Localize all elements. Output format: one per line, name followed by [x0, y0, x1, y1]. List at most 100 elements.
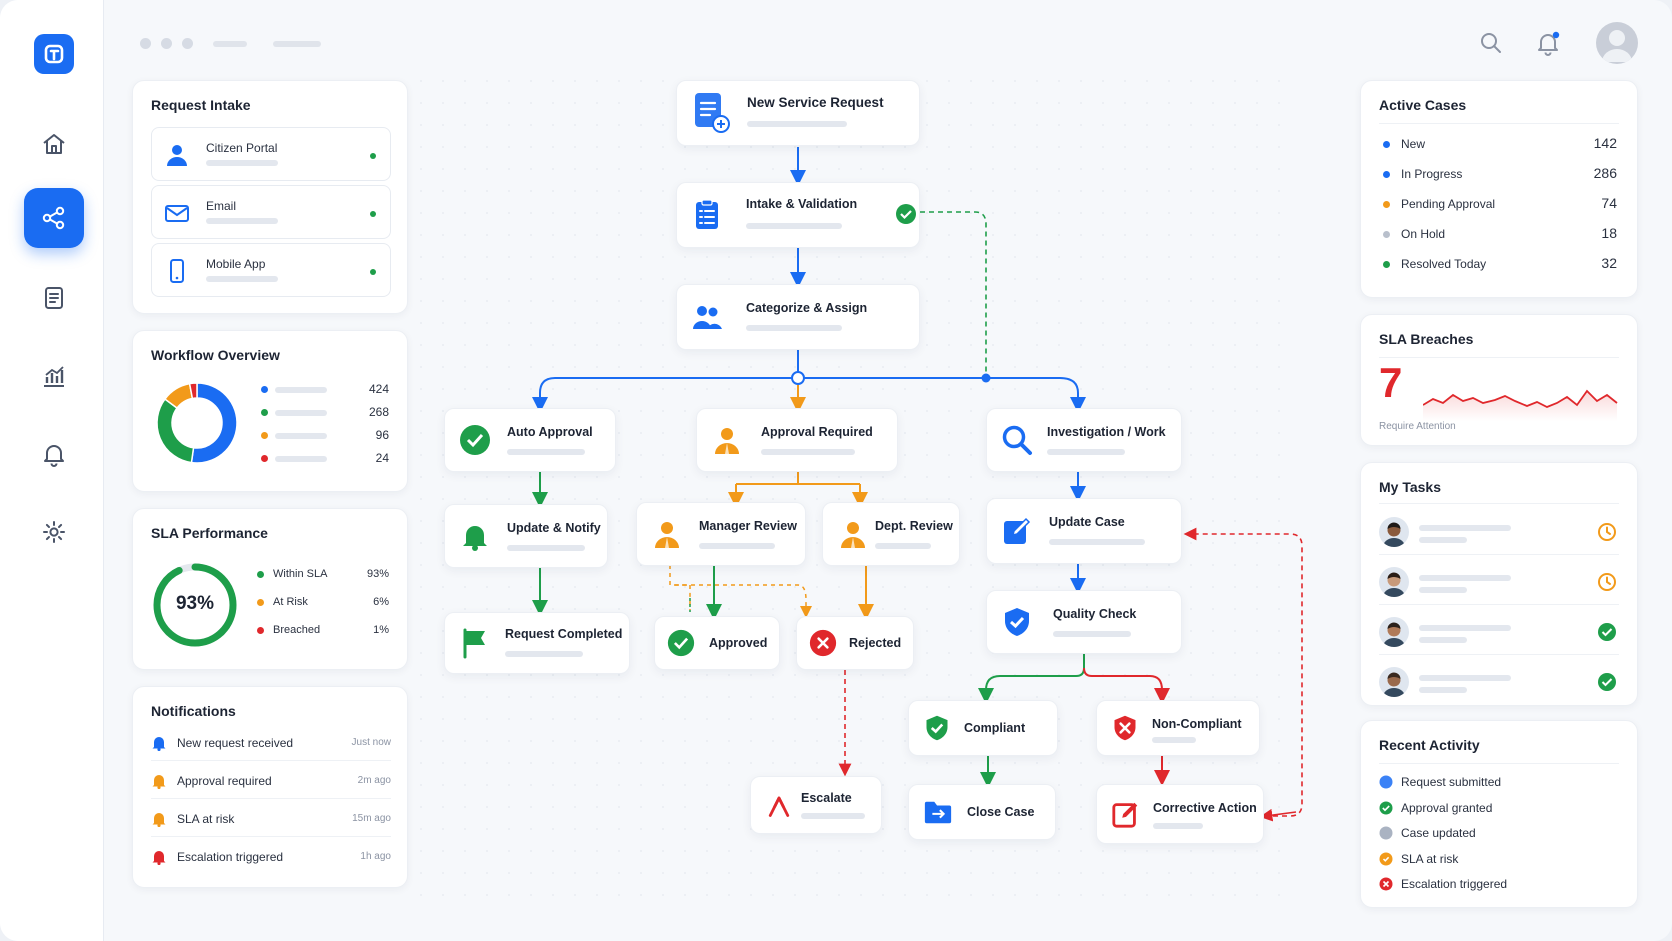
- sla-row-value: 6%: [373, 596, 389, 608]
- donut-slice: [190, 382, 238, 464]
- sla-row-label: Within SLA: [273, 568, 328, 580]
- node-approved[interactable]: Approved: [654, 616, 780, 670]
- node-auto-approval[interactable]: Auto Approval: [444, 408, 616, 472]
- legend-dot: [257, 627, 264, 634]
- task-item[interactable]: [1379, 509, 1619, 555]
- placeholder-bar: [801, 813, 865, 819]
- nav-analytics[interactable]: [24, 346, 84, 406]
- card-title: SLA Breaches: [1379, 331, 1474, 347]
- task-item[interactable]: [1379, 609, 1619, 655]
- sla-row-label: Breached: [273, 624, 321, 636]
- node-label: Intake & Validation: [746, 197, 858, 211]
- divider: [1379, 763, 1619, 764]
- check-icon: [1598, 623, 1616, 641]
- case-status-count: 286: [1593, 165, 1617, 181]
- folder-icon: [924, 801, 952, 824]
- home-icon: [43, 134, 65, 154]
- workflow-donut-chart: [156, 382, 238, 464]
- node-label: Close Case: [967, 805, 1035, 819]
- node-new-service-request[interactable]: New Service Request: [676, 80, 920, 146]
- placeholder-bar: [213, 40, 247, 47]
- notification-time: 15m ago: [352, 813, 391, 824]
- task-item[interactable]: [1379, 659, 1619, 705]
- placeholder-bar: [1419, 575, 1511, 581]
- node-update-notify[interactable]: Update & Notify: [444, 504, 608, 568]
- node-label: Update Case: [1049, 515, 1125, 529]
- node-categorize-assign[interactable]: Categorize & Assign: [676, 284, 920, 350]
- card-title: Active Cases: [1379, 97, 1467, 113]
- notification-bell-icon[interactable]: [1535, 30, 1561, 56]
- node-escalate[interactable]: Escalate: [750, 776, 882, 834]
- status-dot: [1383, 201, 1390, 208]
- node-compliant[interactable]: Compliant: [908, 700, 1058, 756]
- node-intake-validation[interactable]: Intake & Validation: [676, 182, 920, 248]
- request-intake-card: Request Intake Citizen Portal Email Mobi…: [132, 80, 408, 314]
- placeholder-bar: [1419, 537, 1467, 543]
- intake-citizen-portal[interactable]: Citizen Portal: [151, 127, 391, 181]
- node-close-case[interactable]: Close Case: [908, 784, 1056, 840]
- notification-item[interactable]: Escalation triggered 1h ago: [151, 839, 391, 875]
- case-status-count: 142: [1593, 135, 1617, 151]
- nav-documents[interactable]: [24, 268, 84, 328]
- node-non-compliant[interactable]: Non-Compliant: [1096, 700, 1260, 756]
- nav-settings[interactable]: [24, 502, 84, 562]
- placeholder-bar: [1419, 625, 1511, 631]
- logo-icon: [44, 44, 64, 64]
- window-dot[interactable]: [161, 38, 172, 49]
- node-label: Corrective Action: [1153, 801, 1257, 815]
- sla-breach-caption: Require Attention: [1379, 421, 1456, 432]
- node-corrective-action[interactable]: Corrective Action: [1096, 784, 1264, 844]
- avatar: [1379, 567, 1409, 597]
- case-status-label: On Hold: [1401, 227, 1446, 241]
- sla-breaches-card: SLA Breaches 7 Require Attention: [1360, 314, 1638, 446]
- card-title: Notifications: [151, 703, 236, 719]
- app-logo[interactable]: [34, 34, 74, 74]
- card-title: Recent Activity: [1379, 737, 1480, 753]
- nav-workflow[interactable]: [24, 188, 84, 248]
- node-update-case[interactable]: Update Case: [986, 498, 1182, 564]
- placeholder-bar: [507, 545, 585, 551]
- window-dot[interactable]: [182, 38, 193, 49]
- legend-dot: [257, 571, 264, 578]
- activity-status-icon: [1379, 877, 1393, 891]
- node-rejected[interactable]: Rejected: [796, 616, 914, 670]
- node-quality-check[interactable]: Quality Check: [986, 590, 1182, 654]
- window-dot[interactable]: [140, 38, 151, 49]
- sla-percent-label: 93%: [175, 593, 215, 614]
- search-icon[interactable]: [1478, 30, 1504, 56]
- placeholder-bar: [746, 325, 842, 331]
- notification-time: 1h ago: [360, 851, 391, 862]
- notification-time: Just now: [351, 737, 391, 748]
- status-dot: [1383, 261, 1390, 268]
- notification-text: Escalation triggered: [177, 850, 284, 864]
- node-manager-review[interactable]: Manager Review: [636, 502, 806, 566]
- node-approval-required[interactable]: Approval Required: [696, 408, 898, 472]
- workflow-value: 96: [375, 428, 389, 442]
- placeholder-bar: [1047, 449, 1125, 455]
- intake-email[interactable]: Email: [151, 185, 391, 239]
- node-label: Approval Required: [761, 425, 873, 439]
- sla-row-label: At Risk: [273, 596, 308, 608]
- node-label: Categorize & Assign: [746, 301, 868, 315]
- placeholder-bar: [1153, 823, 1203, 829]
- node-label: New Service Request: [747, 95, 884, 110]
- node-dept-review[interactable]: Dept. Review: [822, 502, 960, 566]
- node-label: Investigation / Work: [1047, 425, 1166, 439]
- node-investigation-work[interactable]: Investigation / Work: [986, 408, 1182, 472]
- task-item[interactable]: [1379, 559, 1619, 605]
- user-avatar[interactable]: [1596, 22, 1638, 64]
- node-label: Quality Check: [1053, 607, 1137, 621]
- placeholder-bar: [206, 218, 278, 224]
- node-request-completed[interactable]: Request Completed: [444, 612, 630, 674]
- nav-home[interactable]: [24, 114, 84, 174]
- intake-mobile-app[interactable]: Mobile App: [151, 243, 391, 297]
- nav-notifications[interactable]: [24, 424, 84, 484]
- node-label: Approved: [709, 636, 768, 650]
- card-title: My Tasks: [1379, 479, 1441, 495]
- status-dot: [370, 269, 376, 275]
